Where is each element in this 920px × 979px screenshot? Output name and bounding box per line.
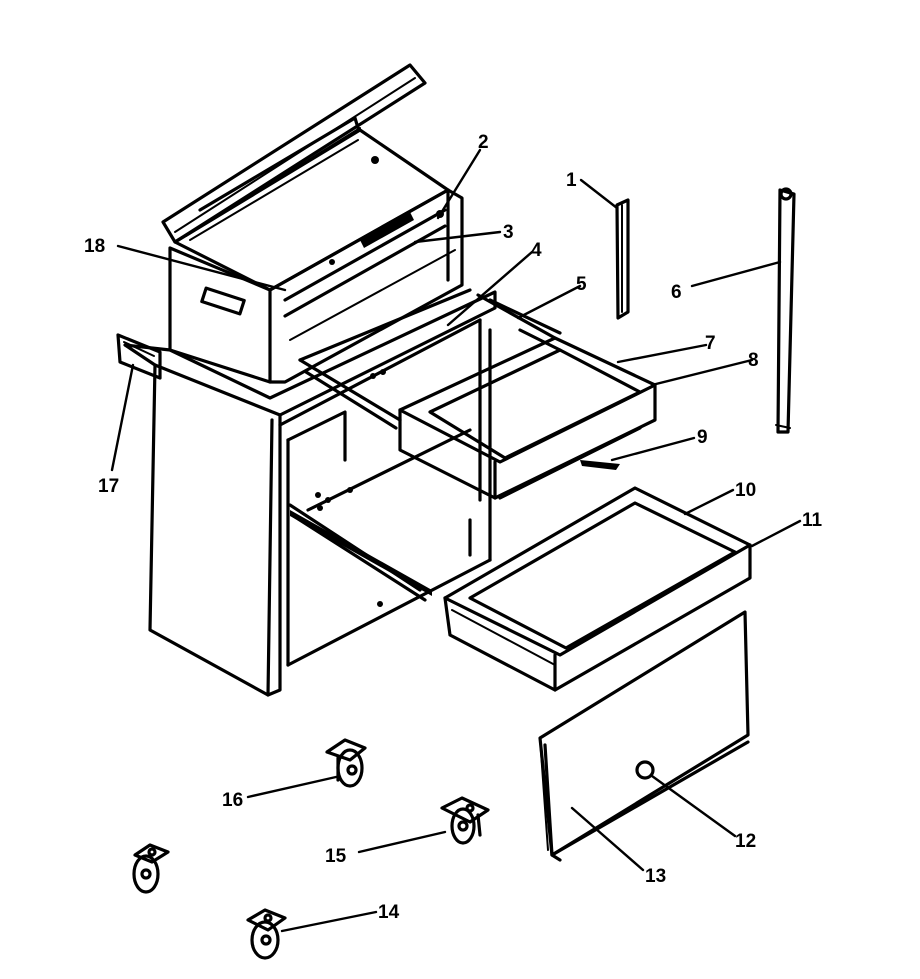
side-rail <box>615 198 630 320</box>
callout-6: 6 <box>671 282 682 303</box>
caster-16 <box>325 738 367 788</box>
callout-9: 9 <box>697 427 708 448</box>
upper-drawer <box>398 293 657 500</box>
caster-15 <box>440 796 490 845</box>
callout-4: 4 <box>531 240 542 261</box>
callout-12: 12 <box>735 831 756 852</box>
callout-14: 14 <box>378 902 400 923</box>
leader-lines <box>110 148 802 933</box>
top-chest <box>161 63 464 384</box>
callout-17: 17 <box>98 476 119 497</box>
callout-3: 3 <box>503 222 514 243</box>
callout-18: 18 <box>84 236 105 257</box>
lid-stay <box>775 187 796 434</box>
callout-7: 7 <box>705 333 716 354</box>
callout-15: 15 <box>325 846 347 867</box>
callout-13: 13 <box>645 866 666 887</box>
callout-1: 1 <box>566 170 577 191</box>
callout-2: 2 <box>478 132 489 153</box>
callout-16: 16 <box>222 790 243 811</box>
lower-drawer <box>443 486 752 692</box>
callout-8: 8 <box>748 350 759 371</box>
door-panel <box>538 610 750 862</box>
caster-front-left <box>132 843 170 894</box>
callout-5: 5 <box>576 274 587 295</box>
callout-labels: 1 2 3 4 5 6 7 8 9 10 11 12 13 14 15 16 1… <box>84 132 823 923</box>
caster-14 <box>246 908 287 960</box>
callout-10: 10 <box>735 480 756 501</box>
callout-11: 11 <box>802 510 823 531</box>
lower-cabinet <box>116 288 497 697</box>
